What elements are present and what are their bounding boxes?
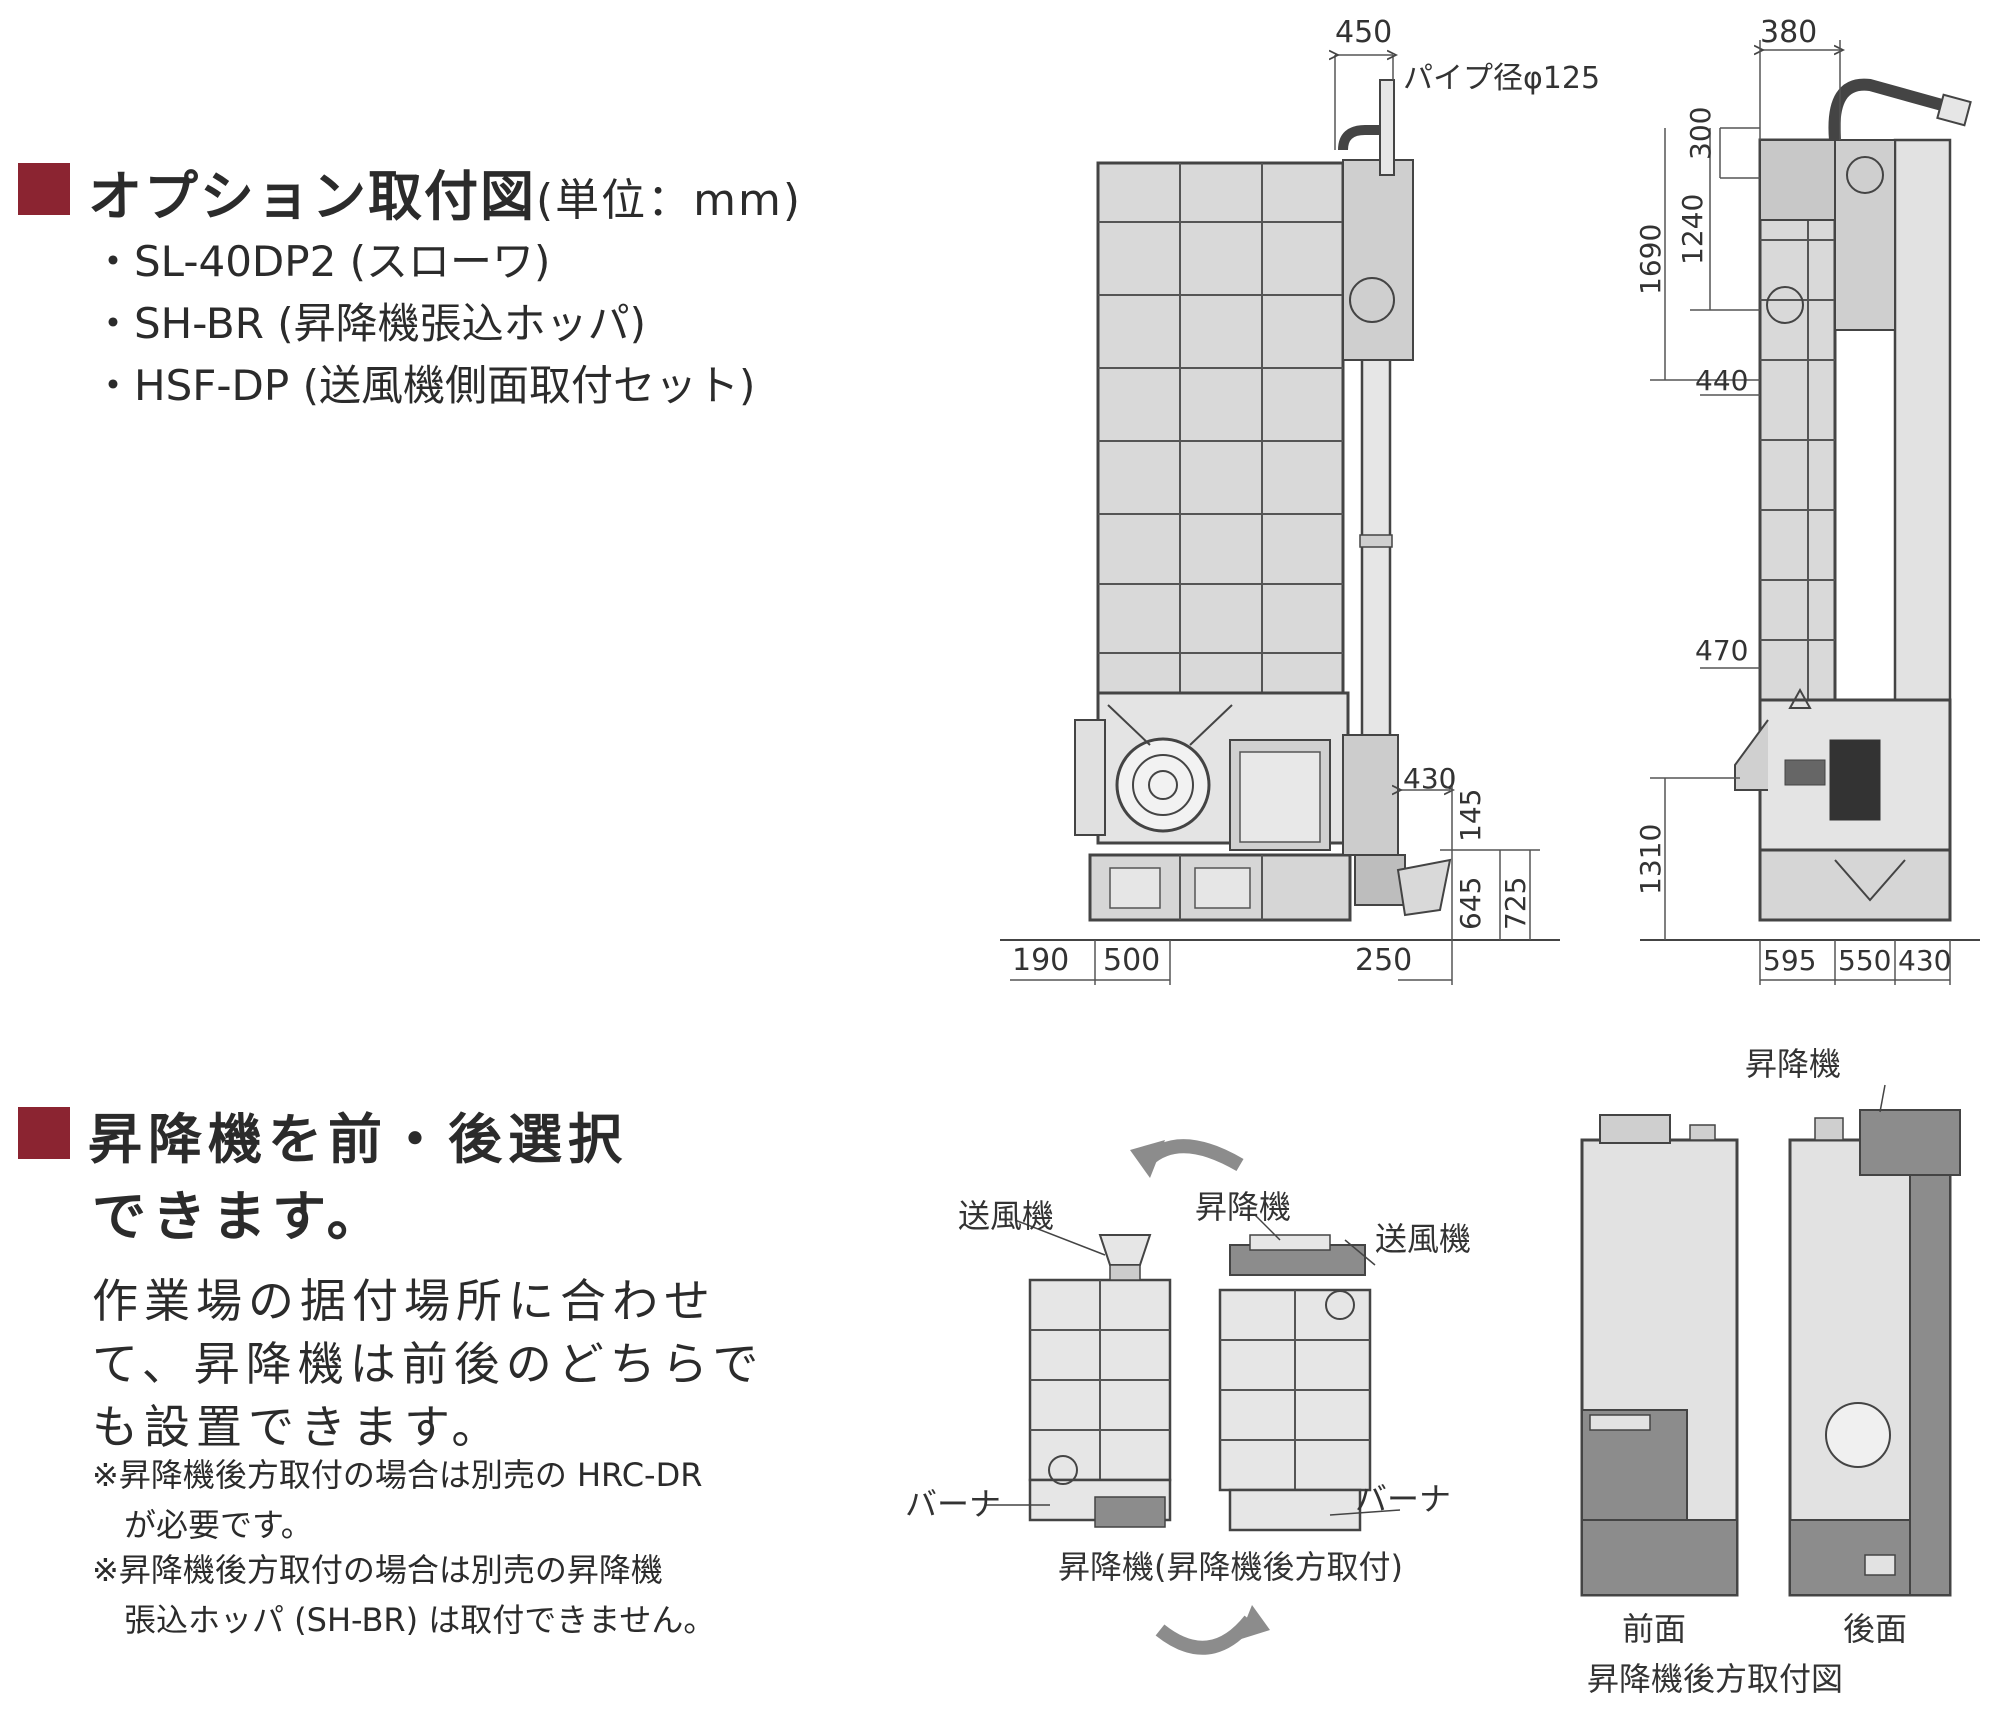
- dim-725: 725: [1499, 877, 1532, 930]
- option-item-1: ・SL-40DP2 (スローワ): [92, 237, 551, 286]
- elevator-front-back-diagram: [985, 1139, 1401, 1655]
- dim-500: 500: [1103, 943, 1160, 978]
- label-rear: 後面: [1843, 1610, 1907, 1648]
- elevator-note-1a: ※昇降機後方取付の場合は別売の HRC-DR: [92, 1456, 703, 1494]
- label-rear-caption: 昇降機後方取付図: [1587, 1660, 1843, 1698]
- dim-1310: 1310: [1634, 824, 1667, 895]
- label-elevator-right: 昇降機: [1745, 1045, 1841, 1083]
- elevator-note-2a: ※昇降機後方取付の場合は別売の昇降機: [92, 1551, 663, 1589]
- label-burner-right: バーナ: [1355, 1480, 1451, 1518]
- dim-190: 190: [1012, 943, 1069, 978]
- dim-645: 645: [1454, 877, 1487, 930]
- dim-430-front: 430: [1403, 762, 1456, 795]
- pipe-label: パイプ径φ125: [1403, 61, 1600, 96]
- option-unit: (単位：mm): [536, 175, 803, 226]
- elevator-body-line1: 作業場の据付場所に合わせ: [92, 1274, 716, 1328]
- elevator-body-line3: も設置できます。: [92, 1400, 504, 1454]
- elevator-note-2b: 張込ホッパ (SH-BR) は取付できません。: [92, 1601, 716, 1639]
- section-marker-option: [18, 163, 70, 215]
- elevator-title-line2: できます。: [92, 1185, 387, 1248]
- elevator-title-line1: 昇降機を前・後選択: [88, 1108, 628, 1171]
- dim-450: 450: [1335, 15, 1392, 50]
- label-front: 前面: [1622, 1610, 1686, 1648]
- dim-595: 595: [1763, 944, 1816, 977]
- dim-300: 300: [1684, 107, 1717, 160]
- dim-430-side: 430: [1898, 944, 1951, 977]
- option-title-text: オプション取付図: [88, 165, 536, 228]
- side-view-drawing: [1640, 78, 1980, 941]
- label-elevator-top: 昇降機: [1195, 1188, 1291, 1226]
- dim-1690: 1690: [1634, 224, 1667, 295]
- dim-145: 145: [1454, 789, 1487, 842]
- dim-380: 380: [1760, 15, 1817, 50]
- label-bottom-caption: 昇降機(昇降機後方取付): [1058, 1548, 1403, 1586]
- label-burner-left: バーナ: [905, 1485, 1001, 1523]
- elevator-body-line2: て、昇降機は前後のどちらで: [92, 1337, 765, 1391]
- front-rear-views: [1580, 1084, 1961, 1597]
- option-item-2: ・SH-BR (昇降機張込ホッパ): [92, 299, 647, 348]
- option-title: オプション取付図(単位：mm): [88, 152, 802, 231]
- dim-550: 550: [1838, 944, 1891, 977]
- dim-1240: 1240: [1676, 194, 1709, 265]
- elevator-note-1b: が必要です。: [92, 1506, 313, 1544]
- label-blower-right: 送風機: [1375, 1220, 1471, 1258]
- section-marker-elevator: [18, 1107, 70, 1159]
- label-blower-left: 送風機: [958, 1197, 1054, 1235]
- dim-470: 470: [1695, 634, 1748, 667]
- dim-440: 440: [1695, 364, 1748, 397]
- dim-250: 250: [1355, 943, 1412, 978]
- option-item-3: ・HSF-DP (送風機側面取付セット): [92, 361, 756, 410]
- front-view-drawing: [1000, 79, 1560, 941]
